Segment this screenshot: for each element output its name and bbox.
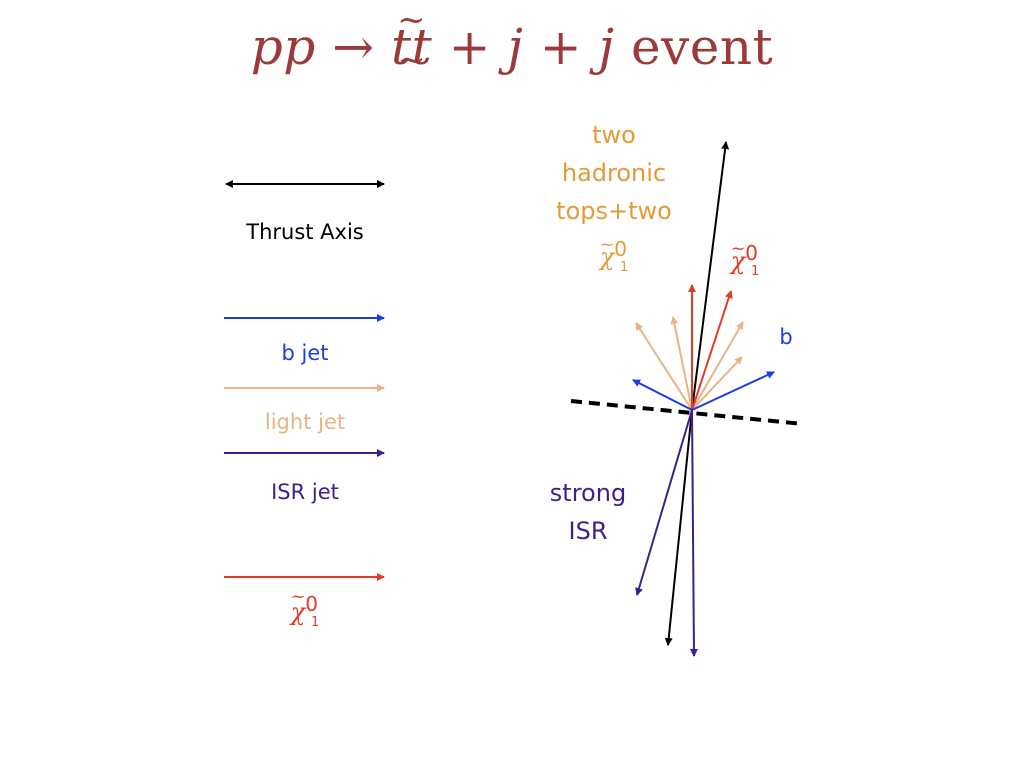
legend-neutralino-symbol: ~χ: [290, 586, 306, 626]
legend-light-label: light jet: [264, 410, 346, 434]
title-math-prefix: pp →: [250, 18, 391, 76]
light-jet-4: [691, 356, 743, 411]
annotation-isr-line-2: ISR: [568, 517, 608, 545]
b-jet-left: [632, 379, 693, 411]
title-word: event: [614, 18, 774, 76]
annotation-strong-isr: strong ISR: [536, 474, 640, 550]
annotation-hadronic-line-1: two: [592, 121, 636, 149]
light-jet-3: [691, 321, 744, 411]
annotation-neutralino: ~χ01: [730, 238, 760, 279]
title-tt-letters: tt: [391, 18, 433, 76]
b-jet-right: [691, 371, 775, 411]
annotation-isr-line-1: strong: [549, 479, 627, 507]
dashed-plane-line: [570, 399, 804, 426]
light-jet-1: [635, 322, 693, 411]
annotation-hadronic-line-2: hadronic: [561, 159, 667, 187]
legend-bjet-label: b jet: [281, 341, 329, 365]
annotation-b: b: [779, 325, 793, 349]
isr-jet-1: [635, 409, 693, 596]
legend-thrust-label: Thrust Axis: [246, 220, 364, 244]
slide-title: pp → ~ ~tt + j + j event: [0, 0, 1024, 80]
legend-isr-label: ISR jet: [271, 480, 339, 504]
legend-neutralino-label: ~χ01: [290, 586, 320, 630]
neutralino-arrow-2: [691, 290, 733, 411]
thrust-axis-arrow-up: [691, 141, 730, 411]
title-tt: ~ ~tt: [391, 0, 433, 80]
title-tilde: ~ ~: [397, 0, 427, 80]
title-math-suffix: + j + j: [432, 18, 615, 76]
thrust-axis-arrow-down: [664, 409, 693, 646]
annotation-hadronic-tops: two hadronic tops+two ~χ01: [540, 116, 688, 287]
annotation-hadronic-neutralino: ~χ01: [599, 234, 629, 275]
isr-jet-2: [689, 409, 698, 657]
light-jet-2: [670, 316, 693, 411]
annotation-hadronic-line-3: tops+two: [556, 197, 672, 225]
